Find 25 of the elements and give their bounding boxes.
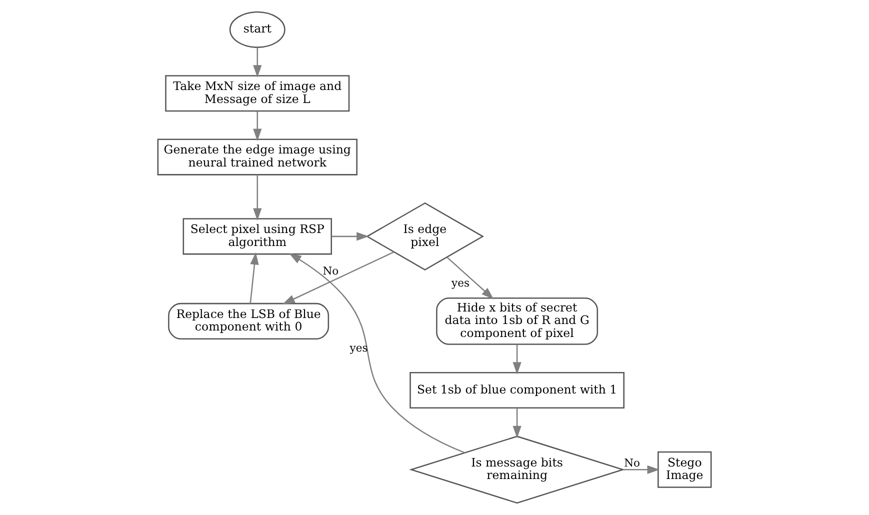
node-diamond: Is edge pixel	[366, 202, 484, 270]
node-box: Generate the edge image using neural trained network	[157, 138, 358, 176]
arrow	[282, 251, 394, 304]
arrow	[288, 253, 465, 454]
arrow	[332, 232, 369, 241]
node-box: Take MxN size of image and Message of size L	[165, 75, 350, 112]
arrow	[623, 465, 660, 474]
arrow	[446, 256, 494, 300]
edge-label: No	[322, 264, 339, 278]
node-box: Hide x bits of secret data into 1sb of R and G component of pixel	[436, 298, 598, 345]
node-box: Stego Image	[658, 451, 712, 488]
arrow	[253, 48, 262, 78]
edge-label: yes	[452, 276, 470, 290]
arrow	[253, 174, 262, 221]
node-box: Set 1sb of blue component with 1	[410, 372, 624, 409]
arrow	[253, 111, 262, 142]
arrow	[512, 344, 522, 374]
arrow	[250, 252, 259, 304]
node-box: Replace the LSB of Blue component with 0	[168, 302, 330, 340]
node-box: Select pixel using RSP algorithm	[182, 218, 332, 255]
node-diamond: Is message bits remaining	[409, 436, 626, 504]
arrow	[512, 408, 522, 438]
edge-label: No	[624, 456, 640, 470]
edge-label: yes	[350, 342, 368, 355]
node-ellipse: start	[229, 11, 286, 48]
